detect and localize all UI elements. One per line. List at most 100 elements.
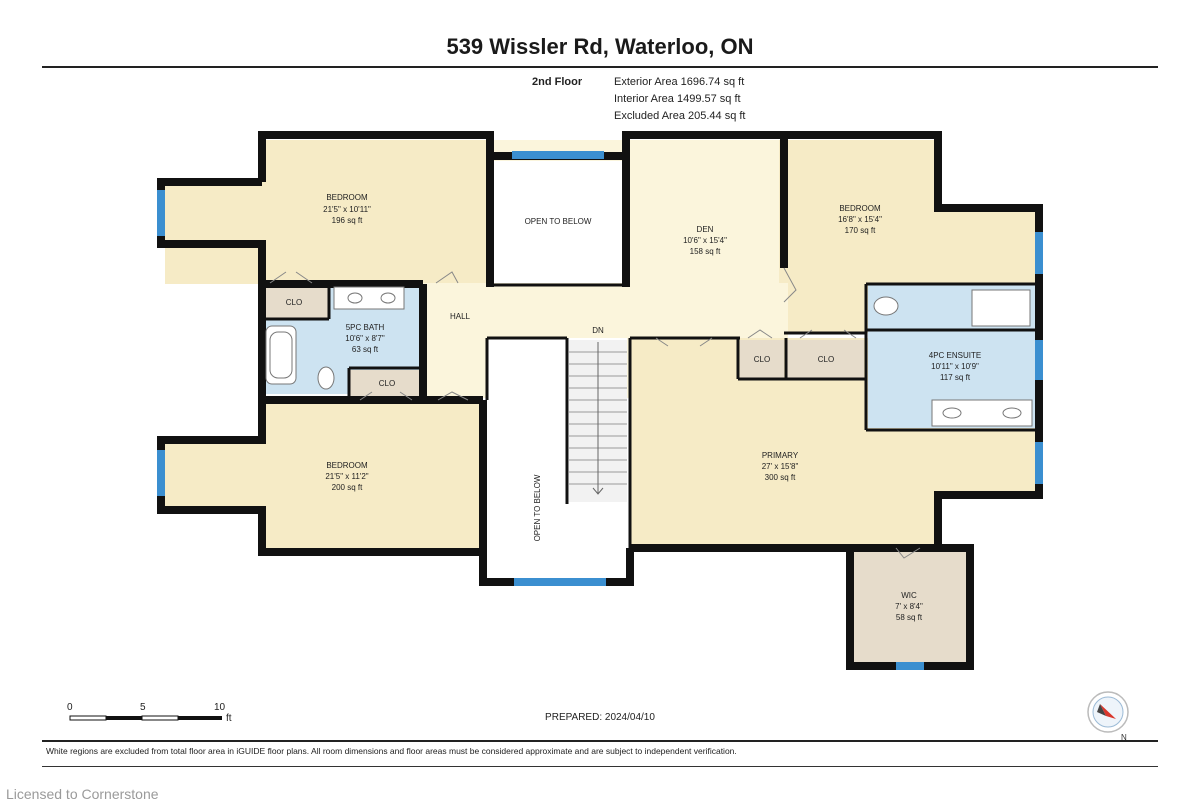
- sink-icon: [380, 292, 396, 304]
- excluded-area: Excluded Area 205.44 sq ft: [614, 110, 746, 122]
- bedroom-sw-notch2: [165, 510, 262, 548]
- room-name: CLO: [379, 379, 395, 388]
- room-name: PRIMARY: [762, 451, 799, 460]
- scale-tick-0: 0: [67, 702, 73, 713]
- header-rule: [42, 66, 1158, 68]
- primary-notch: [938, 495, 1035, 548]
- room-name: CLO: [754, 355, 770, 364]
- room-name: DEN: [697, 225, 714, 234]
- room-name: CLO: [818, 355, 834, 364]
- room-area: 196 sq ft: [332, 216, 363, 225]
- scale-segment: [106, 716, 142, 720]
- clo-hall-fill: [350, 370, 422, 398]
- room-name: OPEN TO BELOW: [533, 474, 542, 541]
- scale-tick-10: 10: [214, 702, 226, 713]
- exterior-area: Exterior Area 1696.74 sq ft: [614, 76, 745, 88]
- window-bottom: [514, 578, 606, 586]
- scale-unit: ft: [226, 713, 232, 724]
- doors: [269, 267, 921, 559]
- door-swing: [895, 547, 921, 559]
- staircase: [569, 342, 627, 495]
- window-ensuite: [1035, 340, 1043, 380]
- window-top: [512, 151, 604, 159]
- room-name: HALL: [450, 312, 471, 321]
- room-fills: [165, 140, 1035, 665]
- bedroom-sw-notch: [165, 400, 262, 440]
- room-name: DN: [592, 326, 604, 335]
- footer-rule: [42, 740, 1158, 742]
- scale-bar: [69, 715, 222, 721]
- clo-e1-fill: [740, 340, 784, 378]
- wic-fill: [850, 548, 968, 665]
- room-dims: 21'5" x 11'2": [325, 472, 368, 481]
- scale-tick-5: 5: [140, 702, 146, 713]
- door-swing: [435, 271, 459, 284]
- inner-walls: [262, 282, 1039, 548]
- room-dims: 10'11" x 10'9": [931, 362, 979, 371]
- window-sw: [157, 450, 165, 496]
- floor-name: 2nd Floor: [532, 76, 583, 88]
- fixtures: [265, 286, 1033, 427]
- room-dims: 7' x 8'4": [895, 602, 923, 611]
- room-area: 63 sq ft: [352, 345, 379, 354]
- wall-e: [630, 333, 1043, 552]
- toilet-icon: [317, 366, 335, 390]
- room-name: CLO: [286, 298, 302, 307]
- door-swing: [799, 329, 857, 339]
- compass-icon: N: [1087, 691, 1129, 742]
- vanity-icon: [333, 286, 405, 310]
- room-name: WIC: [901, 591, 917, 600]
- window-ne: [1035, 232, 1043, 274]
- license-watermark: Licensed to Cornerstone: [6, 786, 159, 802]
- clo-e2-fill: [787, 340, 864, 378]
- sink-icon: [1002, 407, 1022, 419]
- compass-needle-north: [1100, 704, 1116, 719]
- room-dims: 16'8" x 15'4": [838, 215, 882, 224]
- door-swing: [747, 329, 773, 339]
- room-name: 5PC BATH: [346, 323, 385, 332]
- sink-icon: [942, 407, 962, 419]
- wall-wic: [846, 544, 974, 670]
- sink-icon: [347, 292, 363, 304]
- scale-segment: [178, 716, 222, 720]
- room-area: 170 sq ft: [845, 226, 876, 235]
- wall-nw-side: [157, 178, 266, 284]
- room-area: 117 sq ft: [940, 373, 971, 382]
- disclaimer: White regions are excluded from total fl…: [46, 746, 737, 756]
- interior-area: Interior Area 1499.57 sq ft: [614, 93, 741, 105]
- windows: [157, 151, 1043, 670]
- toilet-icon: [873, 296, 899, 316]
- shower-icon: [971, 289, 1031, 327]
- stair-arrow: [592, 487, 604, 495]
- door-swing: [359, 391, 413, 401]
- open-below-top-fill: [490, 161, 626, 283]
- window-primary: [1035, 442, 1043, 484]
- bathtub-inner-icon: [269, 331, 293, 379]
- window-wic: [896, 662, 924, 670]
- room-name: 4PC ENSUITE: [929, 351, 981, 360]
- room-dims: 27' x 15'8": [762, 462, 799, 471]
- door-swing: [437, 391, 469, 401]
- room-area: 300 sq ft: [765, 473, 796, 482]
- page-title: 539 Wissler Rd, Waterloo, ON: [446, 34, 754, 59]
- room-name: BEDROOM: [326, 193, 368, 202]
- bedroom-nw-notch: [165, 140, 262, 182]
- footer-bottom-rule: [42, 766, 1158, 767]
- room-area: 58 sq ft: [896, 613, 923, 622]
- prepared-date: PREPARED: 2024/04/10: [545, 712, 655, 723]
- room-name: OPEN TO BELOW: [525, 217, 592, 226]
- bedroom-ne-notch: [938, 140, 1035, 208]
- clo-nw-fill2: [262, 284, 328, 319]
- window-nw: [157, 190, 165, 236]
- room-area: 158 sq ft: [690, 247, 721, 256]
- room-name: BEDROOM: [326, 461, 368, 470]
- room-labels: BEDROOM 21'5" x 10'11" 196 sq ft OPEN TO…: [286, 193, 981, 622]
- door-swing: [655, 337, 713, 347]
- room-area: 200 sq ft: [332, 483, 363, 492]
- room-dims: 21'5" x 10'11": [323, 205, 371, 214]
- compass-needle-south: [1097, 704, 1106, 716]
- room-dims: 10'6" x 15'4": [683, 236, 727, 245]
- door-swing: [269, 271, 313, 284]
- compass-label: N: [1121, 733, 1127, 742]
